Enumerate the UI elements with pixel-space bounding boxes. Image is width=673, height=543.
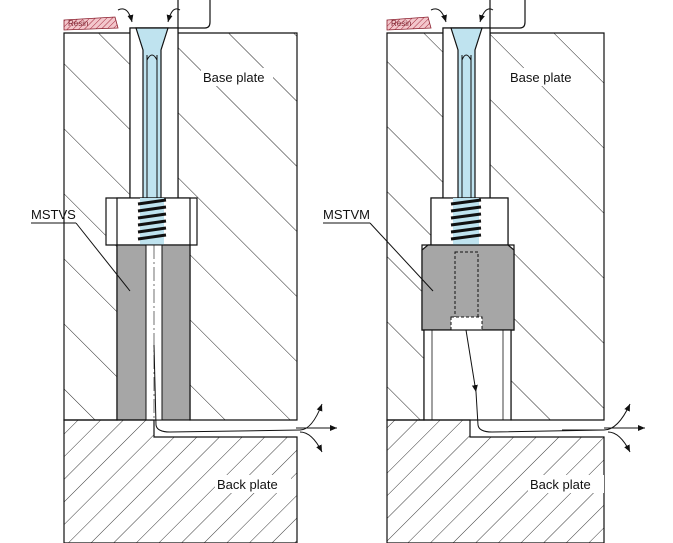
left-panel: Resin Base plate [31, 0, 337, 543]
back-plate-label-bg-left [215, 475, 291, 493]
spring-coils-left [137, 198, 167, 241]
top-plate-left [177, 0, 211, 29]
back-plate-label-left: Back plate [217, 477, 278, 492]
pin-slot-right [461, 54, 472, 61]
back-plate-label-bg-right [528, 475, 604, 493]
resin-left [63, 16, 119, 31]
pin-slot-left [146, 54, 158, 61]
part-label-mstvs: MSTVS [31, 207, 76, 222]
leader-mstvs-d [75, 222, 131, 292]
lower-bore-right [423, 329, 512, 421]
resin-label-left: Resin [68, 19, 88, 28]
back-plate-label-right: Back plate [530, 477, 591, 492]
base-plate-label-left: Base plate [203, 70, 264, 85]
base-plate-label-right: Base plate [510, 70, 571, 85]
base-plate-label-bg-left [201, 68, 273, 86]
back-plate-right [386, 419, 605, 543]
air-flow-arrows-left [117, 8, 337, 453]
resin-right [386, 16, 432, 31]
resin-label-right: Resin [391, 19, 411, 28]
back-plate-left [63, 419, 298, 543]
right-panel: Resin [323, 0, 645, 543]
air-flow-arrows-right [430, 8, 645, 453]
base-plate-label-bg-right [508, 68, 580, 86]
top-plate-right [489, 0, 526, 29]
spring-coils-right [450, 198, 482, 241]
bushing-thread-right [450, 316, 483, 331]
leader-mstvm-d [369, 222, 434, 292]
part-label-mstvm: MSTVM [323, 207, 370, 222]
